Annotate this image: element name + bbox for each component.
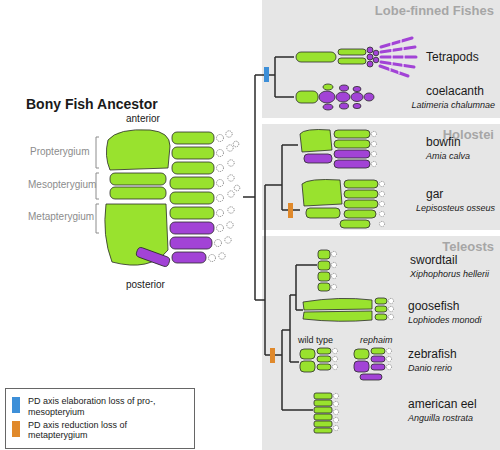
distal-radial xyxy=(332,364,337,369)
genotype-label: rephaim xyxy=(360,335,393,345)
distal-radial xyxy=(371,151,376,156)
distal-radial xyxy=(379,221,384,226)
species-name: Lepisosteus osseus xyxy=(416,203,495,213)
distal-radial xyxy=(388,298,393,303)
taxon-name: gar xyxy=(426,188,443,202)
legend-text: PD axis reduction loss of metapterygium xyxy=(28,420,178,442)
taxon-name: Tetrapods xyxy=(426,51,479,65)
species-name: Lophiodes monodi xyxy=(408,315,482,325)
taxon-name: swordtail xyxy=(410,254,457,268)
region-label: Propterygium xyxy=(30,146,89,158)
clade-panel xyxy=(262,0,500,118)
distal-radial xyxy=(379,201,384,206)
digit xyxy=(380,38,416,76)
figure-title: Bony Fish Ancestor xyxy=(26,96,158,112)
species-name: Danio rerio xyxy=(408,363,452,373)
species-name: Xiphophorus hellerii xyxy=(410,269,489,279)
distal-radial xyxy=(386,364,391,369)
clade-heading: Lobe-finned Fishes xyxy=(262,0,500,18)
clade-heading: Holostei xyxy=(262,124,500,142)
swordtail-fin xyxy=(318,250,330,291)
distal-radial xyxy=(386,348,391,353)
species-name: Amia calva xyxy=(426,151,470,161)
distal-radial xyxy=(331,251,336,256)
taxon-name: zebrafish xyxy=(408,348,457,362)
distal-radial xyxy=(371,141,376,146)
distal-radial xyxy=(332,348,337,353)
distal-radial xyxy=(379,191,384,196)
legend-entry: PD axis reduction loss of metapterygium xyxy=(12,420,188,442)
distal-radial xyxy=(333,409,338,414)
legend-swatch xyxy=(12,421,20,437)
clade-panel: Holostei xyxy=(262,124,500,230)
distal-radial xyxy=(331,262,336,267)
species-name: Latimeria chalumnae xyxy=(411,100,495,110)
distal-radial xyxy=(386,356,391,361)
distal-radial xyxy=(331,131,393,430)
goosefish-fin xyxy=(303,298,387,321)
digit-joint xyxy=(390,39,404,74)
distal-radial xyxy=(388,306,393,311)
distal-radial xyxy=(371,161,376,166)
ancestor-fin xyxy=(105,130,214,268)
region-label: Mesopterygium xyxy=(28,179,96,191)
gar-fin xyxy=(302,180,378,229)
distal-radial xyxy=(209,131,240,262)
distal-radial xyxy=(379,181,384,186)
bowfin-fin xyxy=(300,130,370,169)
taxon-name: coelacanth xyxy=(426,85,484,99)
distal-radial xyxy=(388,314,393,319)
distal-radial xyxy=(333,417,338,422)
clade-panel xyxy=(262,236,500,450)
legend-entry: PD axis elaboration loss of pro-, mesopt… xyxy=(12,396,188,418)
region-label: Metapterygium xyxy=(28,211,94,223)
clade-heading: Teleosts xyxy=(262,236,500,254)
axis-label: anterior xyxy=(126,113,160,125)
legend-text: PD axis elaboration loss of pro-, mesopt… xyxy=(28,396,178,418)
tetrapod-limb xyxy=(296,47,379,67)
distal-radial xyxy=(331,284,336,289)
eel-fin xyxy=(314,393,332,433)
elaboration-marker xyxy=(264,67,269,82)
distal-radial xyxy=(331,273,336,278)
taxon-name: american eel xyxy=(408,398,477,412)
species-name: Anguilla rostrata xyxy=(408,413,473,423)
reduction-marker xyxy=(270,348,275,363)
distal-radial xyxy=(333,401,338,406)
taxon-name: goosefish xyxy=(408,300,459,314)
region-bracket xyxy=(96,137,99,233)
zebrafish-fin xyxy=(300,348,385,380)
distal-radial xyxy=(333,393,338,398)
distal-radial xyxy=(333,425,338,430)
distal-radial xyxy=(332,356,337,361)
reduction-marker xyxy=(288,203,293,218)
distal-radial xyxy=(379,211,384,216)
legend-box: PD axis elaboration loss of pro-, mesopt… xyxy=(5,388,195,449)
clade-panel xyxy=(262,124,500,230)
phylogeny-tree xyxy=(243,57,317,410)
axis-label: posterior xyxy=(126,279,165,291)
genotype-label: wild type xyxy=(298,335,333,345)
taxon-name: bowfin xyxy=(426,136,461,150)
legend-swatch xyxy=(12,397,20,413)
coelacanth-fin xyxy=(296,84,374,110)
distal-radial xyxy=(371,131,376,136)
